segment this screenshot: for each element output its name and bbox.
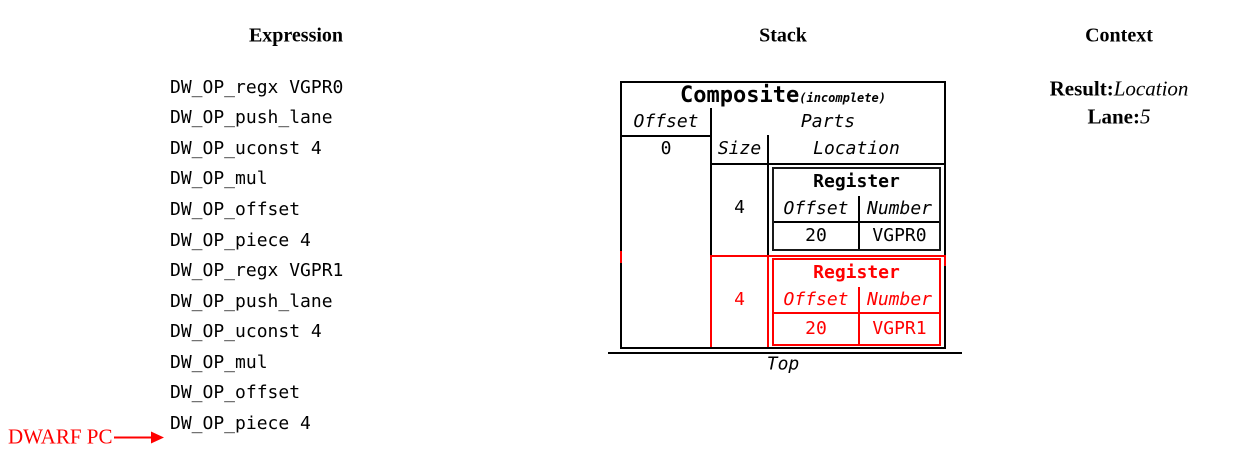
register-table-title: Register [813, 170, 900, 192]
dwarf-pc-pointer: DWARF PC [8, 424, 165, 450]
opcode-line: DW_OP_push_lane [170, 107, 333, 129]
lane-label: Lane: [1087, 104, 1141, 129]
highlighted-row-right-tick [944, 255, 946, 266]
opcode-line: DW_OP_mul [170, 351, 268, 373]
register-header-underline [774, 221, 939, 223]
opcode-line: DW_OP_offset [170, 382, 301, 404]
register-table-title: Register [813, 261, 900, 283]
offset-parts-divider [710, 108, 712, 255]
context-column-header: Context [1085, 24, 1153, 47]
composite-title-row: Composite(incomplete) [622, 84, 944, 108]
result-label: Result: [1049, 76, 1114, 101]
composite-incomplete-qualifier: (incomplete) [799, 91, 886, 105]
context-lane-line: Lane:5 [1088, 105, 1151, 130]
stack-top-label: Top [766, 353, 800, 375]
dwarf-pc-arrow-icon [151, 431, 165, 443]
register-offset-number-divider [858, 287, 860, 344]
highlighted-row-left-tick [620, 251, 622, 263]
part1-register-location-table: Register Offset Number 20 VGPR0 [772, 167, 941, 251]
size-location-underline [712, 163, 944, 165]
register-number-value: VGPR1 [872, 317, 927, 339]
register-offset-header: Offset [783, 197, 849, 219]
opcode-line: DW_OP_regx VGPR0 [170, 76, 344, 98]
register-offset-value: 20 [805, 317, 827, 339]
offset-column-header: Offset [633, 111, 699, 132]
register-number-header: Number [866, 197, 933, 219]
offset-parts-divider-highlight [710, 255, 712, 347]
parts-column-header: Parts [800, 111, 856, 132]
expression-column-header: Expression [248, 24, 344, 47]
expression-opcode-list: DW_OP_regx VGPR0 DW_OP_push_lane DW_OP_u… [170, 72, 343, 439]
stack-composite-table: Composite(incomplete) Offset 0 Parts Siz… [620, 81, 946, 349]
offset-header-underline [622, 135, 710, 137]
register-header-underline [774, 312, 939, 314]
part2-size-value: 4 [734, 288, 745, 310]
size-location-divider [767, 135, 769, 255]
context-result-line: Result:Location [1050, 77, 1189, 102]
opcode-line: DW_OP_mul [170, 168, 268, 190]
opcode-line: DW_OP_piece 4 [170, 412, 311, 434]
dwarf-pc-arrow-shaft [114, 436, 152, 438]
composite-title: Composite [680, 83, 800, 108]
register-offset-value: 20 [805, 224, 827, 246]
part1-size-value: 4 [734, 196, 745, 218]
size-column-header: Size [717, 137, 762, 159]
offset-value: 0 [660, 137, 672, 159]
location-column-header: Location [813, 137, 900, 159]
part2-register-location-table: Register Offset Number 20 VGPR1 [772, 258, 941, 346]
register-number-value: VGPR0 [872, 224, 927, 246]
opcode-line: DW_OP_push_lane [170, 290, 333, 312]
stack-column-header: Stack [759, 24, 807, 47]
opcode-line: DW_OP_piece 4 [170, 229, 311, 251]
opcode-line: DW_OP_uconst 4 [170, 321, 322, 343]
stack-top-underline [608, 352, 962, 354]
size-location-divider-highlight [767, 255, 769, 347]
opcode-line: DW_OP_uconst 4 [170, 137, 322, 159]
opcode-line: DW_OP_regx VGPR1 [170, 260, 344, 282]
dwarf-pc-label: DWARF PC [8, 424, 113, 449]
result-value: Location [1113, 76, 1189, 101]
lane-value: 5 [1140, 104, 1151, 129]
register-number-header: Number [866, 288, 933, 310]
highlighted-row-top-border [710, 255, 944, 257]
opcode-line: DW_OP_offset [170, 198, 301, 220]
register-offset-header: Offset [783, 288, 849, 310]
